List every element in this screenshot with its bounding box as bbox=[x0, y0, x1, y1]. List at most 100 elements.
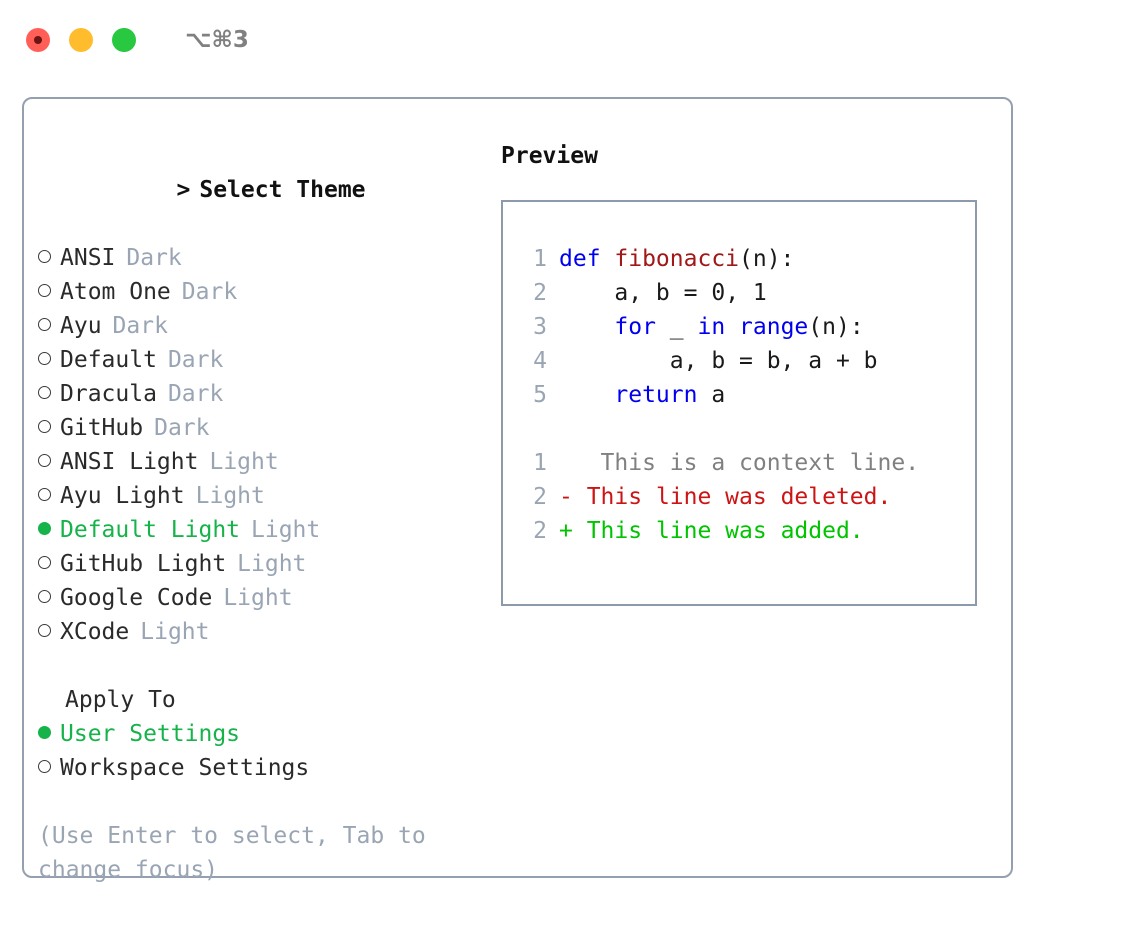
theme-option-github-light[interactable]: GitHub Light Light bbox=[38, 547, 478, 581]
theme-option-label: GitHub bbox=[60, 415, 144, 441]
minimize-button-icon[interactable] bbox=[69, 28, 93, 52]
code-token-num: 1 bbox=[752, 280, 767, 306]
radio-dot bbox=[38, 250, 51, 263]
radio-unselected-icon bbox=[38, 547, 60, 581]
theme-option-variant: Dark bbox=[181, 279, 238, 305]
code-token-plain bbox=[725, 310, 739, 344]
radio-dot bbox=[38, 760, 51, 773]
code-line: 5 return a bbox=[503, 378, 975, 412]
code-line-number: 2 bbox=[533, 280, 547, 306]
diff-text: This line was added. bbox=[572, 518, 864, 544]
radio-dot bbox=[38, 284, 51, 297]
code-token-num: 0 bbox=[711, 280, 726, 306]
radio-dot bbox=[38, 522, 51, 535]
code-token-plain: (n): bbox=[808, 314, 864, 340]
theme-option-atom-one[interactable]: Atom One Dark bbox=[38, 275, 478, 309]
theme-option-variant: Dark bbox=[126, 245, 182, 271]
code-line: 2 a, b = 0, 1 bbox=[503, 276, 975, 310]
radio-unselected-icon bbox=[38, 445, 60, 479]
traffic-lights bbox=[26, 28, 136, 52]
code-line-number: 4 bbox=[533, 348, 547, 374]
theme-option-dracula[interactable]: Dracula Dark bbox=[38, 377, 478, 411]
apply-to-option-user-settings[interactable]: User Settings bbox=[38, 717, 478, 751]
code-token-plain: , bbox=[725, 280, 753, 306]
theme-option-label: Dracula bbox=[60, 381, 157, 407]
code-token-kw: def bbox=[559, 246, 615, 272]
radio-unselected-icon bbox=[38, 751, 60, 785]
diff-sign bbox=[559, 446, 573, 480]
code-token-kw: in bbox=[697, 314, 726, 340]
theme-option-variant: Light bbox=[251, 517, 321, 543]
code-token-kw: range bbox=[739, 314, 809, 340]
theme-option-variant: Light bbox=[237, 551, 307, 577]
close-button-icon[interactable] bbox=[26, 28, 50, 52]
theme-option-label: XCode bbox=[60, 619, 130, 645]
theme-option-variant: Light bbox=[209, 449, 279, 475]
radio-dot bbox=[38, 726, 51, 739]
code-line: 3 for _ in range(n): bbox=[503, 310, 975, 344]
theme-option-github[interactable]: GitHub Dark bbox=[38, 411, 478, 445]
apply-to-option-workspace-settings[interactable]: Workspace Settings bbox=[38, 751, 478, 785]
radio-unselected-icon bbox=[38, 275, 60, 309]
code-token-plain bbox=[559, 310, 614, 344]
caret-icon: > bbox=[176, 177, 191, 203]
code-token-kw: for bbox=[614, 314, 656, 340]
radio-dot bbox=[38, 488, 51, 501]
keyboard-hint-text: (Use Enter to select, Tab to change focu… bbox=[38, 823, 440, 883]
maximize-button-icon[interactable] bbox=[112, 28, 136, 52]
radio-dot bbox=[38, 624, 51, 637]
code-token-plain: (n): bbox=[739, 246, 795, 272]
code-line-number: 5 bbox=[533, 382, 547, 408]
radio-dot bbox=[38, 420, 51, 433]
title-bar: ⌥⌘3 bbox=[0, 0, 1140, 80]
theme-option-variant: Dark bbox=[167, 381, 224, 407]
theme-option-label: GitHub Light bbox=[60, 551, 227, 577]
diff-sign: - bbox=[559, 484, 573, 510]
diff-line-ctx: 1 This is a context line. bbox=[503, 446, 975, 480]
theme-option-variant: Dark bbox=[167, 347, 224, 373]
radio-dot bbox=[38, 556, 51, 569]
radio-dot bbox=[38, 318, 51, 331]
radio-unselected-icon bbox=[38, 377, 60, 411]
code-token-plain: a, b = b, a + b bbox=[559, 348, 878, 374]
code-token-kw: return bbox=[614, 382, 698, 408]
theme-option-ayu-light[interactable]: Ayu Light Light bbox=[38, 479, 478, 513]
radio-unselected-icon bbox=[38, 343, 60, 377]
select-theme-heading: >Select Theme bbox=[38, 139, 478, 241]
radio-unselected-icon bbox=[38, 581, 60, 615]
code-token-plain: a, b = bbox=[559, 280, 712, 306]
theme-option-variant: Light bbox=[195, 483, 265, 509]
theme-option-label: Atom One bbox=[60, 279, 171, 305]
radio-dot bbox=[38, 352, 51, 365]
diff-sign: + bbox=[559, 518, 573, 544]
radio-selected-icon bbox=[38, 717, 60, 751]
radio-unselected-icon bbox=[38, 309, 60, 343]
code-line-number: 1 bbox=[533, 246, 547, 272]
radio-selected-icon bbox=[38, 513, 60, 547]
apply-to-heading: Apply To bbox=[65, 687, 176, 713]
theme-option-variant: Light bbox=[223, 585, 293, 611]
diff-line-del: 2- This line was deleted. bbox=[503, 480, 975, 514]
theme-option-variant: Dark bbox=[154, 415, 210, 441]
radio-dot bbox=[38, 590, 51, 603]
code-line: 4 a, b = b, a + b bbox=[503, 344, 975, 378]
theme-option-label: Ayu Light bbox=[60, 483, 185, 509]
radio-dot bbox=[38, 454, 51, 467]
radio-unselected-icon bbox=[38, 479, 60, 513]
diff-text: This is a context line. bbox=[572, 450, 920, 476]
diff-text: This line was deleted. bbox=[572, 484, 892, 510]
